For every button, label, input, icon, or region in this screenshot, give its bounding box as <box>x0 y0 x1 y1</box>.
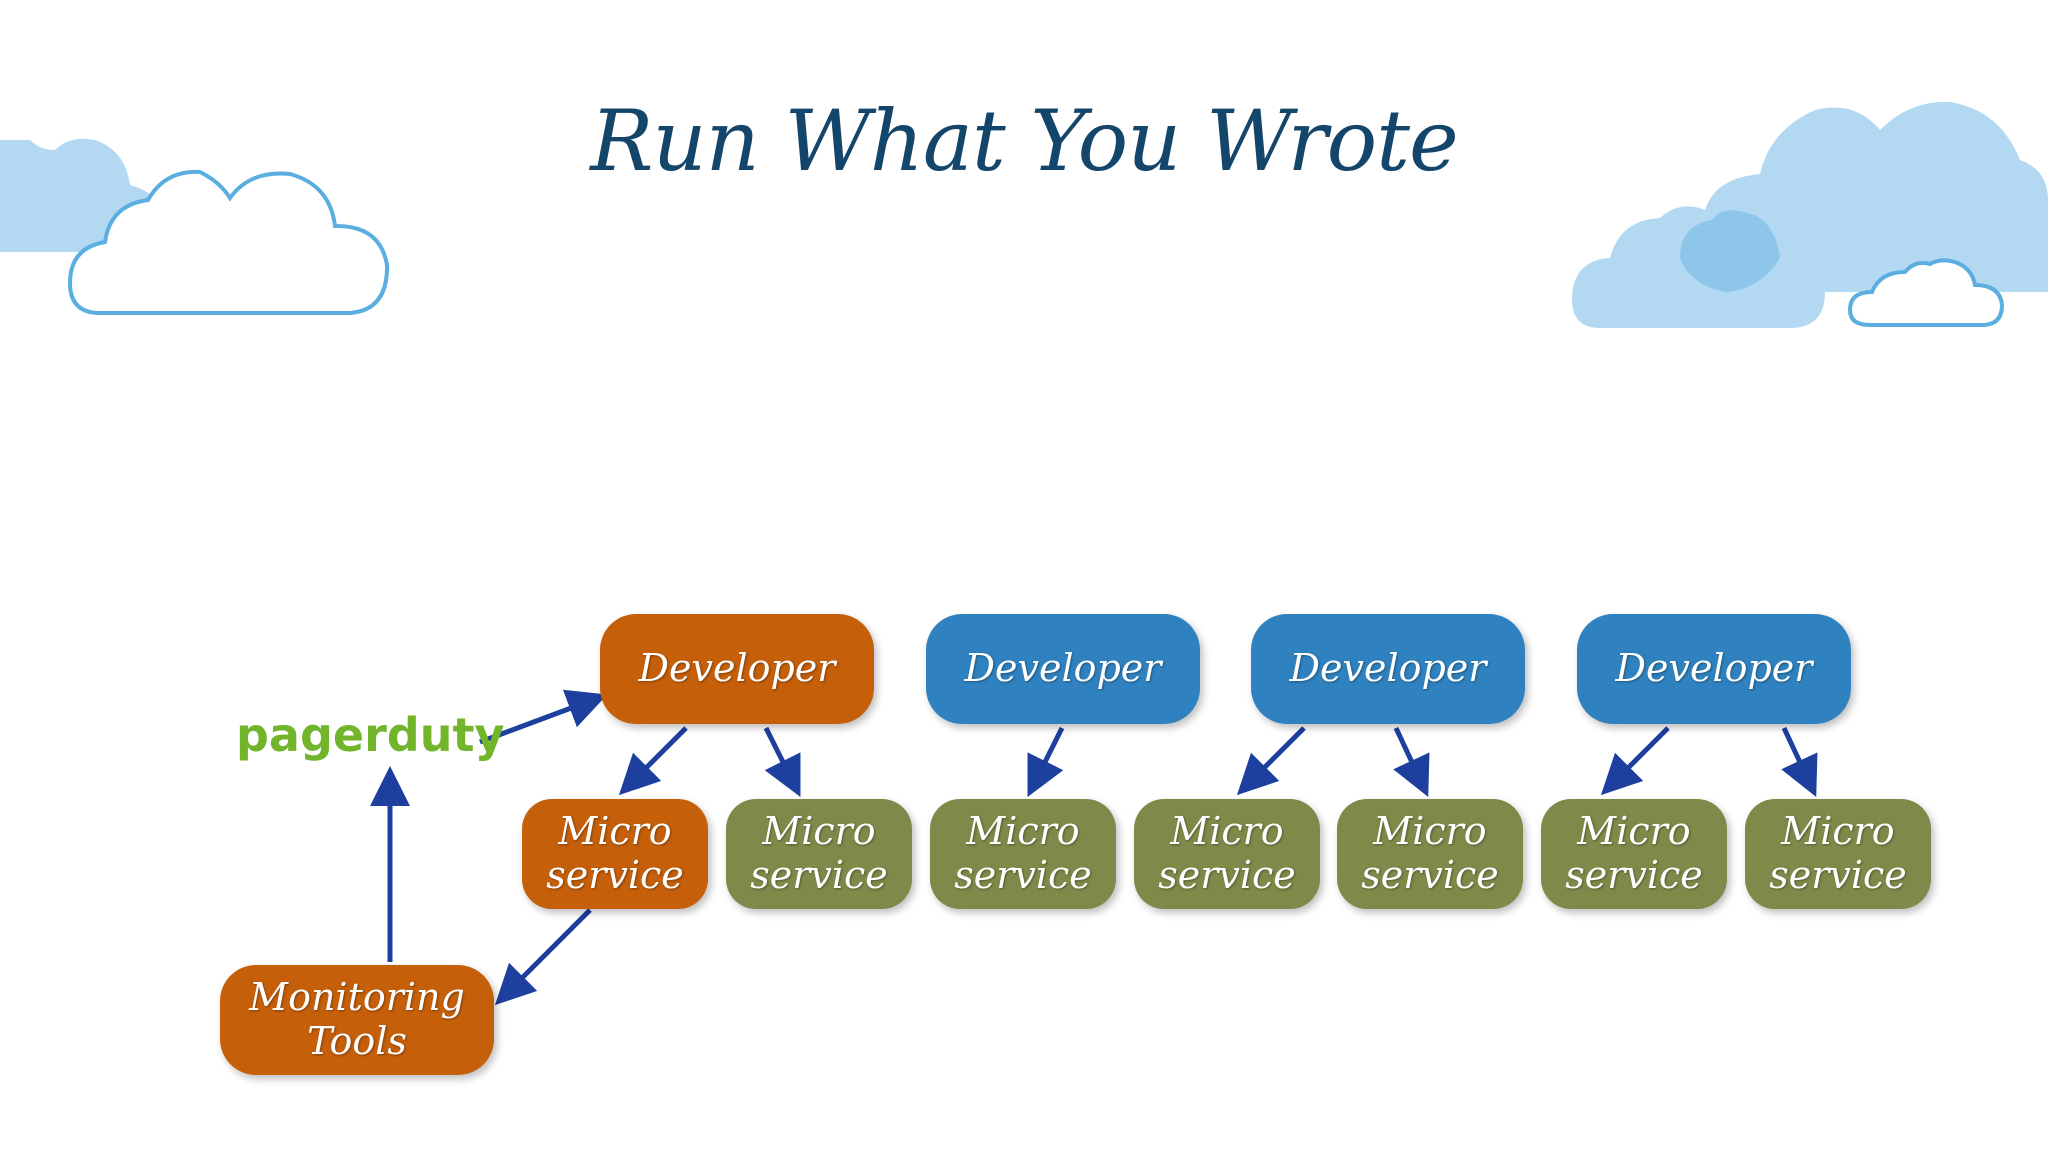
microservice-line2: service <box>1769 853 1907 897</box>
microservice-line2: service <box>546 853 684 897</box>
microservice-line2: service <box>954 853 1092 897</box>
page-title: Run What You Wrote <box>590 92 1458 190</box>
arrow-service1-to-monitoring <box>494 908 592 1006</box>
developer-label: Developer <box>1615 646 1813 691</box>
developer-label: Developer <box>964 646 1162 691</box>
cloud-right-inner <box>1680 210 1780 292</box>
microservice-line2: service <box>1158 853 1296 897</box>
microservice-line1: Micro <box>1577 809 1691 854</box>
cloud-right-outline <box>1847 258 2005 327</box>
microservice-line2: service <box>1565 853 1703 897</box>
monitoring-line2: Tools <box>307 1019 407 1063</box>
developer-box-3: Developer <box>1251 614 1525 724</box>
arrow-developer2-to-service3 <box>1027 726 1065 797</box>
arrow-developer3-to-service5 <box>1393 726 1430 798</box>
developer-box-4: Developer <box>1577 614 1851 724</box>
microservice-line2: service <box>750 853 888 897</box>
microservice-line1: Micro <box>966 809 1080 854</box>
microservice-line1: Micro <box>762 809 876 854</box>
microservice-line1: Micro <box>1373 809 1487 854</box>
pagerduty-logo: pagerduty <box>236 708 505 762</box>
cloud-left-outline <box>67 169 390 315</box>
arrow-developer4-to-service6 <box>1600 726 1670 796</box>
monitoring-line1: Monitoring <box>249 975 465 1020</box>
arrow-developer1-to-service1 <box>618 726 688 796</box>
developer-box-2: Developer <box>926 614 1200 724</box>
microservice-line2: service <box>1361 853 1499 897</box>
arrow-developer1-to-service2 <box>763 726 801 797</box>
developer-label: Developer <box>1289 646 1487 691</box>
arrow-pagerduty-to-developer <box>479 689 608 745</box>
microservice-line1: Micro <box>558 809 672 854</box>
microservice-line1: Micro <box>1170 809 1284 854</box>
microservice-line1: Micro <box>1781 809 1895 854</box>
arrow-developer4-to-service7 <box>1781 726 1818 798</box>
developer-box-1: Developer <box>600 614 874 724</box>
developer-label: Developer <box>638 646 836 691</box>
arrow-developer3-to-service4 <box>1236 726 1306 796</box>
